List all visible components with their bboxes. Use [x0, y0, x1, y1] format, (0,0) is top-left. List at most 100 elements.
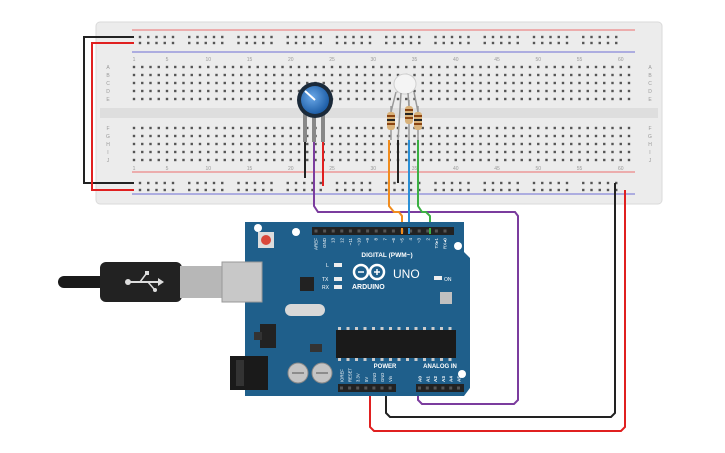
breadboard-hole[interactable] [297, 81, 301, 85]
breadboard-hole[interactable] [215, 97, 218, 101]
digital-pin[interactable] [374, 229, 378, 233]
breadboard-hole[interactable] [512, 126, 515, 130]
breadboard-hole[interactable] [487, 158, 490, 162]
breadboard-hole[interactable] [446, 150, 449, 154]
breadboard-hole[interactable] [462, 134, 466, 138]
breadboard-hole[interactable] [380, 158, 383, 162]
breadboard-hole[interactable] [603, 126, 606, 130]
breadboard-hole[interactable] [504, 142, 507, 146]
breadboard-hole[interactable] [347, 73, 350, 77]
breadboard-hole[interactable] [594, 89, 598, 93]
breadboard-hole[interactable] [306, 150, 309, 154]
rail-hole[interactable] [385, 41, 388, 45]
rail-hole[interactable] [442, 188, 445, 192]
breadboard-hole[interactable] [198, 150, 202, 154]
rail-hole[interactable] [615, 35, 618, 39]
breadboard-hole[interactable] [132, 73, 136, 77]
rail-hole[interactable] [500, 41, 503, 45]
breadboard-hole[interactable] [528, 89, 532, 93]
breadboard-hole[interactable] [512, 142, 515, 146]
breadboard-hole[interactable] [405, 134, 408, 138]
rail-hole[interactable] [237, 188, 240, 192]
breadboard-hole[interactable] [248, 134, 251, 138]
breadboard-hole[interactable] [512, 158, 515, 162]
breadboard-hole[interactable] [479, 73, 482, 77]
breadboard-hole[interactable] [314, 150, 317, 154]
breadboard-hole[interactable] [388, 73, 391, 77]
breadboard-hole[interactable] [223, 89, 226, 93]
breadboard-hole[interactable] [553, 73, 556, 77]
breadboard-hole[interactable] [314, 65, 317, 69]
rail-hole[interactable] [147, 35, 150, 39]
breadboard-hole[interactable] [174, 65, 177, 69]
breadboard-hole[interactable] [198, 126, 202, 130]
rail-hole[interactable] [401, 41, 404, 45]
breadboard-hole[interactable] [339, 126, 342, 130]
breadboard-hole[interactable] [413, 73, 416, 77]
breadboard-hole[interactable] [198, 142, 202, 146]
breadboard-hole[interactable] [372, 73, 375, 77]
breadboard-hole[interactable] [207, 142, 210, 146]
rail-hole[interactable] [163, 35, 166, 39]
rail-hole[interactable] [557, 41, 560, 45]
breadboard-hole[interactable] [273, 81, 276, 85]
rail-hole[interactable] [212, 35, 216, 39]
breadboard-hole[interactable] [141, 81, 144, 85]
breadboard-hole[interactable] [231, 126, 235, 130]
breadboard-hole[interactable] [339, 97, 342, 101]
rail-hole[interactable] [582, 41, 585, 45]
breadboard-hole[interactable] [594, 158, 598, 162]
breadboard-hole[interactable] [182, 65, 185, 69]
digital-pin[interactable] [426, 229, 430, 233]
breadboard-hole[interactable] [512, 81, 515, 85]
breadboard-hole[interactable] [165, 97, 169, 101]
breadboard-hole[interactable] [256, 65, 259, 69]
breadboard-hole[interactable] [240, 150, 243, 154]
rail-hole[interactable] [549, 181, 552, 185]
breadboard-hole[interactable] [207, 73, 210, 77]
rail-hole[interactable] [508, 41, 511, 45]
breadboard-hole[interactable] [149, 73, 152, 77]
digital-pin[interactable] [409, 229, 413, 233]
breadboard-hole[interactable] [561, 150, 565, 154]
rail-hole[interactable] [385, 188, 388, 192]
breadboard-hole[interactable] [462, 73, 466, 77]
breadboard-hole[interactable] [471, 97, 474, 101]
breadboard-hole[interactable] [512, 150, 515, 154]
rail-hole[interactable] [171, 188, 175, 192]
breadboard-hole[interactable] [627, 81, 631, 85]
breadboard-hole[interactable] [273, 126, 276, 130]
breadboard-hole[interactable] [380, 81, 383, 85]
rail-hole[interactable] [541, 35, 544, 39]
breadboard-hole[interactable] [594, 97, 598, 101]
breadboard-hole[interactable] [223, 158, 226, 162]
breadboard-hole[interactable] [240, 97, 243, 101]
breadboard-hole[interactable] [537, 65, 540, 69]
rail-hole[interactable] [532, 181, 536, 185]
breadboard-hole[interactable] [141, 126, 144, 130]
rail-hole[interactable] [270, 181, 273, 185]
breadboard-hole[interactable] [149, 97, 152, 101]
breadboard-hole[interactable] [429, 73, 433, 77]
breadboard-hole[interactable] [240, 81, 243, 85]
breadboard-hole[interactable] [215, 81, 218, 85]
breadboard-hole[interactable] [174, 158, 177, 162]
breadboard-hole[interactable] [479, 81, 482, 85]
breadboard-hole[interactable] [438, 89, 441, 93]
breadboard-hole[interactable] [141, 150, 144, 154]
rail-hole[interactable] [565, 188, 569, 192]
rail-hole[interactable] [262, 41, 265, 45]
breadboard-hole[interactable] [462, 97, 466, 101]
breadboard-hole[interactable] [363, 81, 367, 85]
rail-hole[interactable] [491, 181, 495, 185]
breadboard-hole[interactable] [388, 134, 391, 138]
rail-hole[interactable] [286, 181, 289, 185]
rail-hole[interactable] [532, 188, 536, 192]
breadboard-hole[interactable] [603, 73, 606, 77]
rail-hole[interactable] [491, 188, 495, 192]
breadboard-hole[interactable] [487, 134, 490, 138]
breadboard-hole[interactable] [240, 158, 243, 162]
breadboard-hole[interactable] [611, 142, 614, 146]
breadboard-hole[interactable] [289, 142, 292, 146]
rail-hole[interactable] [598, 35, 601, 39]
